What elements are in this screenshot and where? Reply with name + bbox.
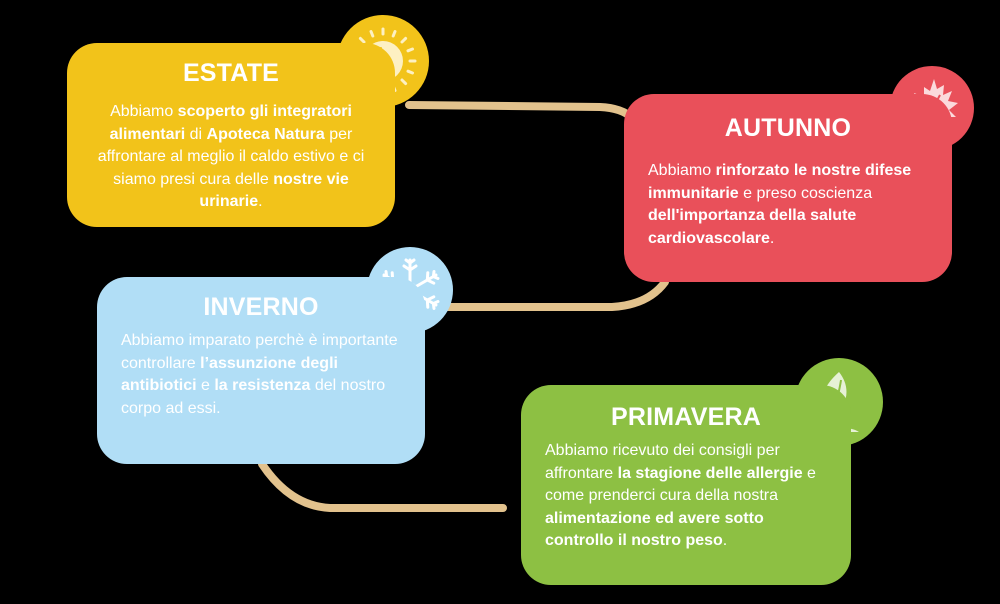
card-title-inverno: INVERNO: [203, 293, 319, 321]
card-estate: ESTATE Abbiamo scoperto gli integratori …: [67, 43, 395, 227]
connector-autunno-inverno: [436, 278, 669, 311]
card-title-primavera: PRIMAVERA: [611, 403, 761, 431]
body-text: Abbiamo: [110, 103, 178, 120]
body-text: e come prenderci cura della nostra: [545, 464, 816, 505]
body-text: .: [722, 532, 728, 549]
emphasis-text: la stagione delle allergie: [617, 464, 803, 482]
card-title-estate: ESTATE: [182, 59, 280, 87]
body-text: Abbiamo ricevuto dei consigli per affron…: [545, 442, 780, 482]
emphasis-text: l’assunzione degli antibiotici: [121, 354, 338, 395]
body-text: Abbiamo imparato perchè è importante con…: [121, 332, 398, 372]
body-text: del nostro corpo ad essi.: [121, 377, 386, 417]
card-body-estate: Abbiamo scoperto gli integratori aliment…: [91, 101, 371, 214]
body-text: .: [258, 193, 263, 210]
card-primavera: PRIMAVERA Abbiamo ricevuto dei consigli …: [521, 385, 851, 585]
emphasis-text: scoperto gli integratori alimentari: [109, 103, 352, 143]
card-body-autunno: Abbiamo rinforzato le nostre difese immu…: [648, 160, 928, 250]
card-body-inverno: Abbiamo imparato perchè è importante con…: [121, 330, 401, 420]
emphasis-text: rinforzato le nostre difese immunitarie: [648, 162, 912, 202]
body-text: per affrontare al meglio il caldo estivo…: [97, 125, 365, 188]
emphasis-text: Apoteca Natura: [206, 125, 325, 143]
emphasis-text: alimentazione ed avere sotto controllo i…: [545, 509, 764, 550]
emphasis-text: nostre vie urinarie: [199, 170, 349, 211]
card-autunno: AUTUNNO Abbiamo rinforzato le nostre dif…: [624, 94, 952, 282]
card-title-autunno: AUTUNNO: [724, 114, 852, 142]
connector-inverno-primavera: [258, 460, 507, 512]
body-text: Abbiamo: [648, 162, 716, 179]
card-inverno: INVERNO Abbiamo imparato perchè è import…: [97, 277, 425, 464]
connector-estate-autunno: [405, 101, 636, 122]
emphasis-text: dell'importanza della salute cardiovasco…: [648, 207, 857, 247]
body-text: e preso coscienza: [738, 184, 873, 202]
emphasis-text: la resistenza: [214, 377, 311, 394]
body-text: .: [769, 229, 775, 247]
body-text: di: [185, 125, 207, 143]
card-body-primavera: Abbiamo ricevuto dei consigli per affron…: [545, 440, 827, 553]
body-text: e: [196, 377, 215, 394]
